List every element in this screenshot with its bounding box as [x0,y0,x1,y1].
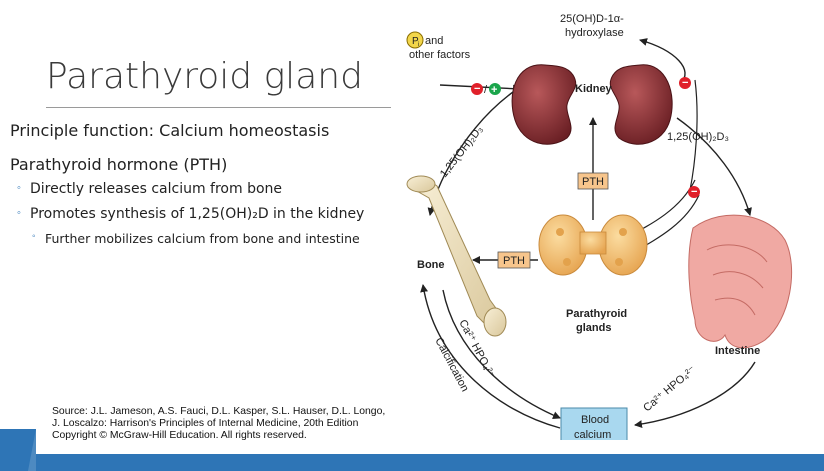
phosphate-icon [406,31,424,49]
source-line2: J. Loscalzo: Harrison's Principles of In… [52,418,359,429]
intestine-to-blood-arrow [634,361,756,428]
svg-text:−: − [691,186,697,198]
kidney-left-illustration [511,64,577,145]
phosphate-and-other-factors: P i and other factors [406,31,471,61]
blood-calcium-box [560,407,628,440]
source-citation: Source: J.L. Jameson, A.S. Fauci, D.L. K… [52,406,385,442]
inhibition-line [689,79,698,191]
pth-box-left [497,251,531,269]
bone-label: Bone [417,259,445,271]
kidney-to-intestine-arrow [676,117,752,216]
vitamin-d-label-left: 1,25(OH)₂D₃ [438,124,486,180]
intestine-illustration [688,214,792,349]
bone-illustration [406,175,507,337]
vitamin-d-label-right: 1,25(OH)₂D₃ [667,131,729,143]
blood-calcium-label-line2: calcium [574,429,611,440]
slide-title: Parathyroid gland [46,56,363,97]
bullet-promotes-synthesis: Promotes synthesis of 1,25(OH)₂D in the … [30,206,365,222]
title-divider [46,107,391,108]
enzyme-label-line2: hydroxylase [565,27,624,39]
parathyroid-glands-illustration [538,214,648,276]
and-label: and [425,35,443,47]
minus-icon [679,77,691,89]
parathyroid-label-line1: Parathyroid [566,308,627,320]
bullet-marker: ◦ [32,231,36,242]
svg-text:+: + [491,84,497,96]
source-line1: Source: J.L. Jameson, A.S. Fauci, D.L. K… [52,406,386,417]
footer-accent-bar [0,429,824,471]
other-factors-label: other factors [409,49,471,61]
bullet-marker: ◦ [17,207,21,219]
bone-to-blood-arrow [442,289,561,419]
calcification-label: Calcification [432,336,470,394]
source-line3: Copyright © McGraw-Hill Education. All r… [52,430,307,441]
minus-icon [688,186,700,198]
inhibit-stimulate-badge: − / + [471,83,501,96]
parathyroid-label-line2: glands [576,322,611,334]
kidney-right-illustration [609,64,673,145]
intestine-label: Intestine [715,345,760,357]
pth-box-upper [577,172,609,190]
kidney-label: Kidney [575,83,613,95]
bullet-principle-function: Principle function: Calcium homeostasis [10,121,330,140]
svg-text:/: / [484,84,488,96]
phosphate-subscript: i [418,42,419,48]
minus-icon [471,83,483,95]
blood-calcium-label-line1: Blood [581,414,609,426]
enzyme-label-line1: 25(OH)D-1α- [560,13,624,25]
pth-label-upper: PTH [582,176,604,188]
phosphate-symbol: P [412,36,419,47]
bullet-pth: Parathyroid hormone (PTH) [10,155,228,174]
svg-text:−: − [474,83,480,95]
blood-to-bone-arrow [420,284,561,429]
plus-icon [489,83,501,95]
pth-label-left: PTH [503,255,525,267]
svg-text:−: − [682,77,688,89]
calcium-regulation-diagram: P i and other factors − / + 25(OH)D-1α- … [406,13,792,440]
bullet-mobilizes-calcium: Further mobilizes calcium from bone and … [45,231,360,246]
bullet-releases-calcium: Directly releases calcium from bone [30,181,283,197]
bullet-marker: ◦ [17,182,21,194]
ca-hpo4-label-right: Ca²⁺ HPO₄²⁻ [641,364,698,415]
